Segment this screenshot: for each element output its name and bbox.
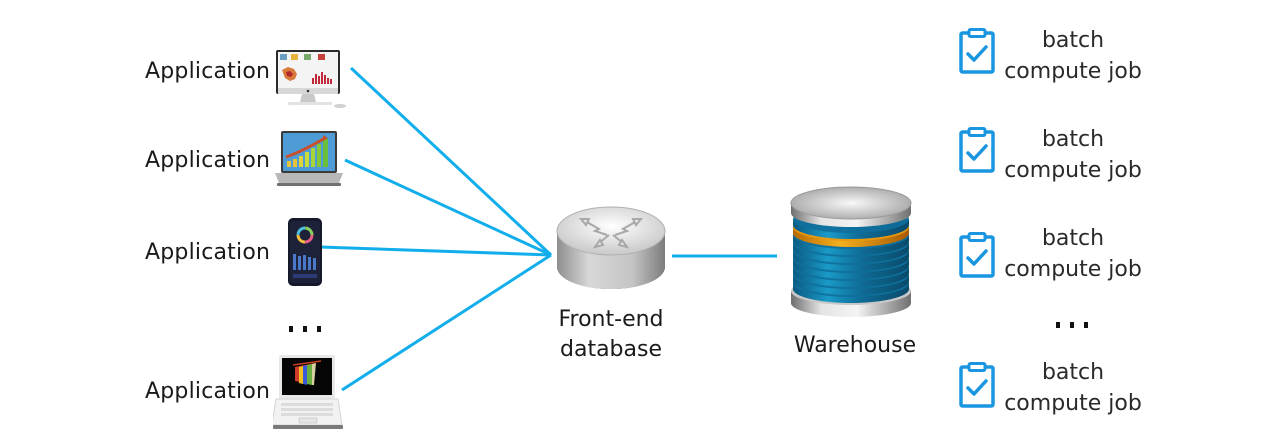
application-label-3: Application [145,240,271,265]
desktop-monitor-icon [274,50,350,112]
clipboard-check-icon [959,232,995,278]
job-label-3: batch compute job [998,223,1148,285]
job-1 [959,28,995,74]
frontend-database-label: Front-end database [553,305,669,365]
link-app1-frontend [349,66,553,257]
laptop-growth-chart-icon [273,131,345,189]
frontend-database-icon [553,195,669,295]
job-label-2-line1: batch [1041,127,1105,152]
job-label-2-line2: compute job [1004,158,1142,183]
warehouse-database-icon [789,183,913,319]
link-app3-frontend [319,245,552,257]
job-label-1: batch compute job [998,25,1148,87]
jobs-ellipsis [1056,322,1088,328]
job-label-3-line2: compute job [1004,257,1142,282]
applications-ellipsis [289,326,321,332]
application-label-4: Application [145,379,271,404]
job-label-4: batch compute job [998,357,1148,419]
clipboard-check-icon [959,28,995,74]
white-laptop-3d-chart-icon [273,355,345,431]
warehouse-label: Warehouse [793,333,917,358]
frontend-database-label-line2: database [560,337,662,362]
clipboard-check-icon [959,362,995,408]
smartphone-dashboard-icon [288,218,322,286]
job-label-4-line2: compute job [1004,391,1142,416]
job-label-4-line1: batch [1041,360,1105,385]
clipboard-check-icon [959,127,995,173]
application-label-2: Application [145,148,271,173]
job-4 [959,362,995,408]
link-app4-frontend [341,253,552,392]
job-3 [959,232,995,278]
link-app2-frontend [344,158,552,257]
frontend-database-label-line1: Front-end [558,307,664,332]
job-2 [959,127,995,173]
job-label-1-line1: batch [1041,28,1105,53]
job-label-3-line1: batch [1041,226,1105,251]
job-label-2: batch compute job [998,124,1148,186]
job-label-1-line2: compute job [1004,59,1142,84]
application-label-1: Application [145,59,271,84]
